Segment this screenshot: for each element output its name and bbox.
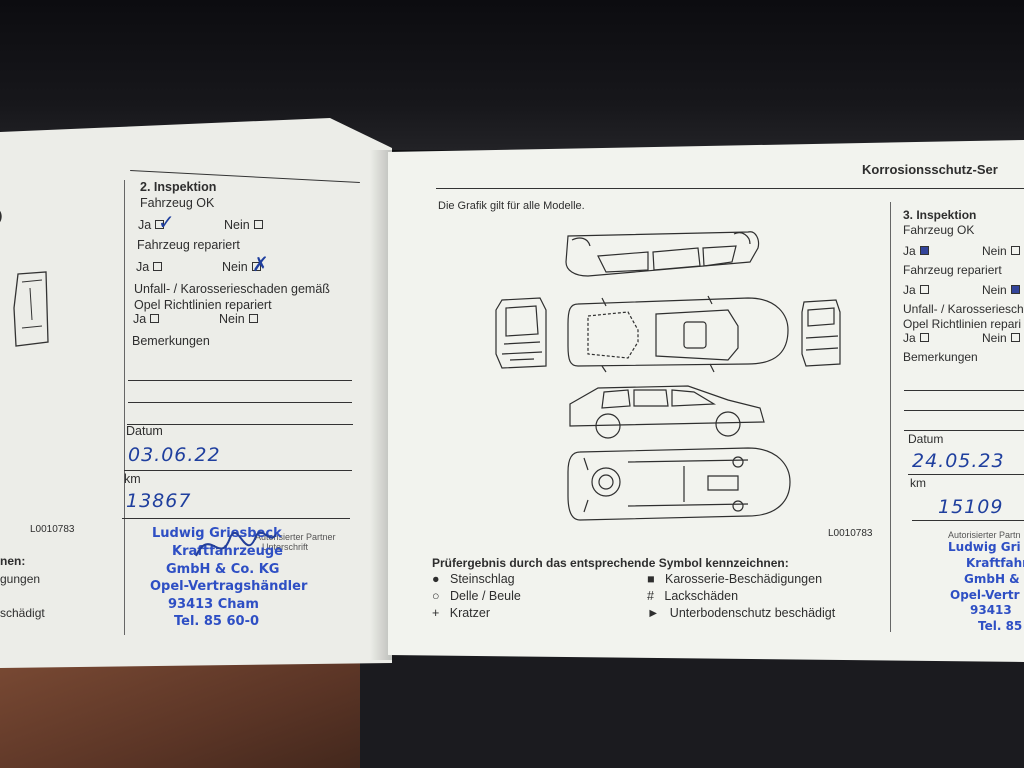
ok-ja-option[interactable]: Ja <box>138 218 165 232</box>
triangle-right-icon: ► <box>647 606 660 620</box>
right-page: Korrosionsschutz-Ser Die Grafik gilt für… <box>388 140 1024 662</box>
handwritten-check-ok: ✓ <box>158 210 176 234</box>
ok3-nein-option[interactable]: Nein <box>982 244 1020 258</box>
background-lap <box>360 655 1024 768</box>
inspection-2-heading: 2. Inspektion <box>140 180 217 194</box>
handwritten-date: 03.06.22 <box>128 444 221 466</box>
vehicle-diagram <box>495 231 841 521</box>
left-page: ) 2. Inspektion Fahrzeug OK Ja Nein ✓ Fa… <box>0 118 392 668</box>
label-bemerkungen: Bemerkungen <box>132 334 210 348</box>
legend-item: ● Steinschlag <box>432 572 515 586</box>
bullet-open-icon: ○ <box>432 589 440 603</box>
car-rear-view <box>801 299 841 367</box>
right-code: L0010783 <box>828 528 873 539</box>
signature-mark <box>195 531 277 557</box>
car-rear-partial-icon <box>13 271 49 347</box>
car-side-view <box>569 385 765 439</box>
car-top-flipped <box>565 231 760 277</box>
legend-item: ■ Karosserie-Beschädigungen <box>647 572 823 586</box>
rep-ja-option[interactable]: Ja <box>136 260 163 274</box>
column-divider <box>124 180 125 635</box>
label-bemerkungen-3: Bemerkungen <box>903 350 978 364</box>
plus-icon: + <box>432 606 440 620</box>
unfall3-nein-option[interactable]: Nein <box>982 331 1020 345</box>
legend-item: # Lackschäden <box>647 589 739 603</box>
unfall3-ja-option[interactable]: Ja <box>903 331 929 345</box>
label-datum-3: Datum <box>908 432 944 446</box>
label-unfall: Unfall- / Karosserieschaden gemäß <box>134 282 330 296</box>
hand-holding-booklet <box>0 655 430 768</box>
legend-title: Prüfergebnis durch das entsprechende Sym… <box>432 556 789 570</box>
label-km-3: km <box>910 476 926 490</box>
bullet-filled-icon: ● <box>432 572 440 586</box>
rep3-ja-option[interactable]: Ja <box>903 283 929 297</box>
handwritten-cross-nein: ✗ <box>252 252 270 276</box>
right-header: Korrosionsschutz-Ser <box>862 162 998 177</box>
edge-text-1: nen: <box>0 554 26 568</box>
label-fahrzeug-repariert: Fahrzeug repariert <box>137 238 240 252</box>
label-richtlinien: Opel Richtlinien repariert <box>134 298 272 312</box>
ok-nein-option[interactable]: Nein <box>224 218 263 232</box>
column-divider-right <box>890 202 891 632</box>
legend-item: ► Unterbodenschutz beschädigt <box>647 606 836 620</box>
edge-text-3: schädigt <box>0 606 45 620</box>
label-datum: Datum <box>126 424 163 438</box>
header-rule <box>436 188 1024 189</box>
unfall-nein-option[interactable]: Nein <box>219 312 258 326</box>
label-richtlinien-3: Opel Richtlinien repari <box>903 317 1022 331</box>
ok3-ja-option[interactable]: Ja <box>903 244 929 258</box>
square-filled-icon: ■ <box>647 572 655 586</box>
handwritten-km-3: 15109 <box>938 496 1004 518</box>
hash-icon: # <box>647 589 654 603</box>
legend-item: ○ Delle / Beule <box>432 589 521 603</box>
car-underbody-view <box>567 447 791 521</box>
label-fahrzeug-ok-3: Fahrzeug OK <box>903 223 975 237</box>
car-top-view <box>567 295 789 373</box>
label-fahrzeug-ok: Fahrzeug OK <box>140 196 215 210</box>
signature-label: Unterschrift <box>262 542 309 552</box>
rep3-nein-option[interactable]: Nein <box>982 283 1020 297</box>
label-unfall-3: Unfall- / Karosseriesch <box>903 302 1024 316</box>
rep-nein-option[interactable]: Nein <box>222 260 261 274</box>
car-front-view <box>495 297 547 369</box>
label-km: km <box>124 472 141 486</box>
legend-item: + Kratzer <box>432 606 491 620</box>
partner-label: Autorisierter Partner <box>255 532 336 542</box>
edge-text-2: gungen <box>0 572 41 586</box>
handwritten-km: 13867 <box>126 490 192 512</box>
handwritten-date-3: 24.05.23 <box>912 450 1005 472</box>
label-fahrzeug-repariert-3: Fahrzeug repariert <box>903 263 1002 277</box>
partner-label-3: Autorisierter Partn <box>948 530 1021 540</box>
unfall-ja-option[interactable]: Ja <box>133 312 160 326</box>
graphic-note: Die Grafik gilt für alle Modelle. <box>438 200 585 212</box>
left-code: L0010783 <box>30 524 75 535</box>
inspection-3-heading: 3. Inspektion <box>903 208 977 222</box>
